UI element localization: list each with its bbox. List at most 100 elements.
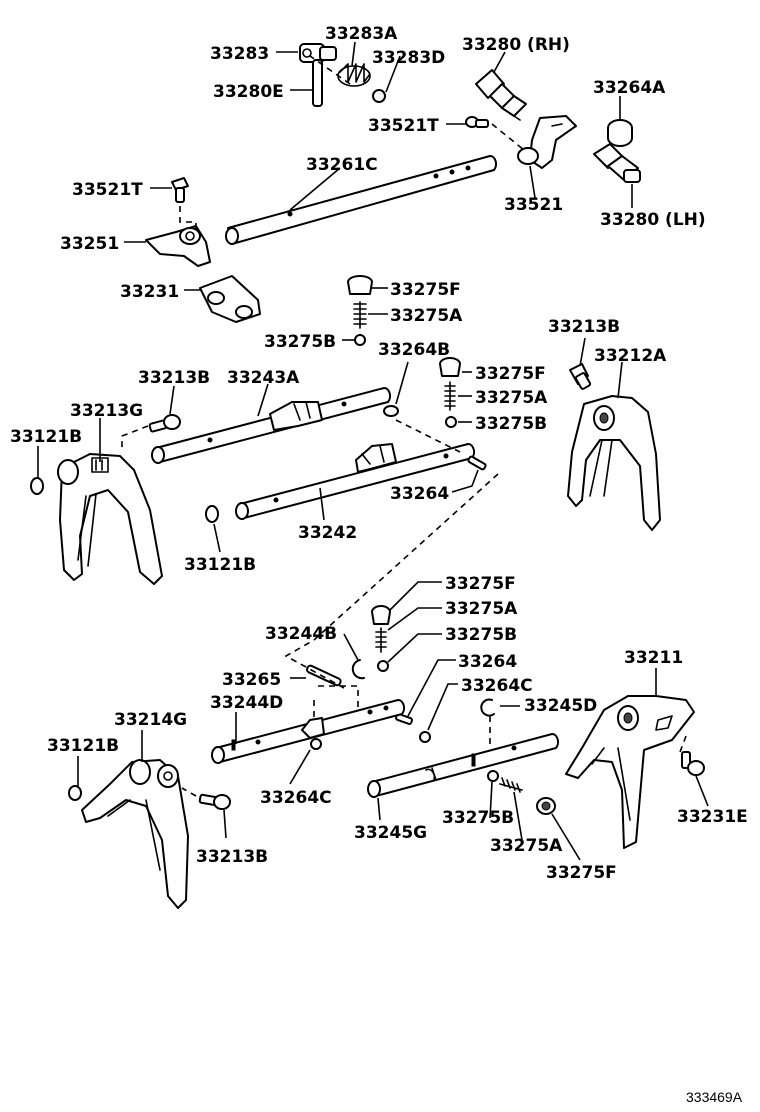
part-33231-shift-head bbox=[199, 275, 261, 323]
label-33275B-2: 33275B bbox=[475, 414, 547, 434]
leader-lines bbox=[37, 41, 709, 861]
label-33275B-3: 33275B bbox=[445, 625, 517, 645]
part-33213B-bolt-bottom bbox=[198, 793, 231, 810]
label-33275F-2: 33275F bbox=[475, 364, 546, 384]
part-33261C-shaft bbox=[225, 154, 498, 245]
label-33121B-3: 33121B bbox=[47, 736, 119, 756]
label-33275A-3: 33275A bbox=[445, 599, 518, 619]
label-33245D: 33245D bbox=[524, 696, 597, 716]
part-33244D-shaft bbox=[211, 698, 406, 764]
part-33211-fork bbox=[565, 695, 695, 849]
label-33213B-right: 33213B bbox=[548, 317, 620, 337]
part-33280RH-switch bbox=[475, 69, 527, 121]
part-33283-plunger bbox=[299, 43, 337, 63]
part-labels: 33283 33283A 33283D 33280E 33280 (RH) 33… bbox=[10, 24, 748, 1105]
part-33251-lever bbox=[145, 225, 211, 267]
part-33213B-bolt-mid bbox=[148, 414, 181, 433]
part-33264-pin-1 bbox=[467, 455, 487, 471]
label-33275F-1: 33275F bbox=[390, 280, 461, 300]
assembly-dashed-lines bbox=[121, 55, 687, 797]
part-33275B-ball-4 bbox=[487, 770, 499, 782]
part-33245G-shaft bbox=[367, 732, 560, 798]
label-33283A: 33283A bbox=[325, 24, 398, 44]
label-33261C: 33261C bbox=[306, 155, 378, 175]
part-33244B-snap-ring bbox=[351, 659, 365, 680]
label-33275F-3: 33275F bbox=[445, 574, 516, 594]
part-33275B-ball-3 bbox=[377, 660, 389, 672]
label-33213G: 33213G bbox=[70, 401, 143, 421]
part-33280LH-switch bbox=[593, 143, 641, 183]
label-33214G: 33214G bbox=[114, 710, 187, 730]
part-33521-lever bbox=[517, 115, 577, 169]
label-33521T-top: 33521T bbox=[368, 116, 439, 136]
part-33264B-ring bbox=[383, 405, 399, 417]
part-33521T-bolt-left bbox=[171, 177, 189, 203]
part-33280E-pin bbox=[312, 59, 323, 107]
part-33275F-cap-2 bbox=[439, 357, 461, 377]
label-33212A: 33212A bbox=[594, 346, 667, 366]
label-33265: 33265 bbox=[222, 670, 281, 690]
label-33264-1: 33264 bbox=[390, 484, 449, 504]
part-33275A-spring-3 bbox=[375, 627, 387, 653]
part-33275A-spring-2 bbox=[444, 381, 456, 411]
part-33275A-spring-4 bbox=[499, 777, 523, 793]
label-33121B-1: 33121B bbox=[10, 427, 82, 447]
label-33521T-left: 33521T bbox=[72, 180, 143, 200]
part-33275B-ball-2 bbox=[445, 416, 457, 428]
part-33264A-plug bbox=[607, 119, 633, 147]
part-33283A-spring bbox=[337, 63, 371, 87]
label-33275F-4: 33275F bbox=[546, 863, 617, 883]
label-33280RH: 33280 (RH) bbox=[462, 35, 570, 55]
label-33264B: 33264B bbox=[378, 340, 450, 360]
label-33264A: 33264A bbox=[593, 78, 666, 98]
part-33275F-cap-4 bbox=[536, 797, 556, 815]
label-33264-2: 33264 bbox=[458, 652, 517, 672]
part-33214G-fork bbox=[81, 759, 189, 909]
catalog-number: 333469A bbox=[686, 1089, 743, 1105]
part-33242-shaft bbox=[235, 442, 476, 520]
label-33231E: 33231E bbox=[677, 807, 748, 827]
part-33265-pin bbox=[305, 664, 342, 687]
label-33283: 33283 bbox=[210, 44, 269, 64]
label-33245G: 33245G bbox=[354, 823, 427, 843]
part-33275B-ball-1 bbox=[354, 334, 366, 346]
part-33275A-spring-1 bbox=[353, 301, 367, 329]
label-33521: 33521 bbox=[504, 195, 563, 215]
label-33231: 33231 bbox=[120, 282, 179, 302]
part-33264C-ball-2 bbox=[310, 738, 322, 750]
part-33121B-ring-3 bbox=[68, 785, 82, 801]
part-33283D-ball bbox=[372, 89, 386, 103]
part-33121B-ring-2 bbox=[205, 505, 219, 523]
label-33244B: 33244B bbox=[265, 624, 337, 644]
label-33275A-2: 33275A bbox=[475, 388, 548, 408]
label-33242: 33242 bbox=[298, 523, 357, 543]
label-33243A: 33243A bbox=[227, 368, 300, 388]
label-33264C-1: 33264C bbox=[461, 676, 533, 696]
label-33251: 33251 bbox=[60, 234, 119, 254]
part-33245D-snap-ring bbox=[480, 698, 495, 717]
part-33121B-ring-1 bbox=[30, 477, 44, 495]
part-33213B-bolt-right bbox=[569, 363, 592, 390]
label-33275B-1: 33275B bbox=[264, 332, 336, 352]
part-33275F-cap-1 bbox=[347, 275, 373, 295]
label-33283D: 33283D bbox=[372, 48, 445, 68]
label-33213B-mid: 33213B bbox=[138, 368, 210, 388]
label-33211: 33211 bbox=[624, 648, 683, 668]
label-33213B-bottom: 33213B bbox=[196, 847, 268, 867]
part-33213G-fork bbox=[57, 453, 163, 585]
part-33264C-ball-1 bbox=[419, 731, 431, 743]
part-33243A-shaft bbox=[151, 386, 392, 464]
label-33121B-2: 33121B bbox=[184, 555, 256, 575]
label-33244D: 33244D bbox=[210, 693, 283, 713]
label-33264C-2: 33264C bbox=[260, 788, 332, 808]
part-33521T-bolt-top bbox=[465, 116, 489, 128]
part-33231E-bolt bbox=[681, 751, 705, 776]
part-33212A-fork bbox=[567, 395, 661, 531]
label-33280E: 33280E bbox=[213, 82, 284, 102]
part-33275F-cap-3 bbox=[371, 605, 391, 625]
label-33275A-4: 33275A bbox=[490, 836, 563, 856]
label-33280LH: 33280 (LH) bbox=[600, 210, 706, 230]
label-33275B-4: 33275B bbox=[442, 808, 514, 828]
label-33275A-1: 33275A bbox=[390, 306, 463, 326]
